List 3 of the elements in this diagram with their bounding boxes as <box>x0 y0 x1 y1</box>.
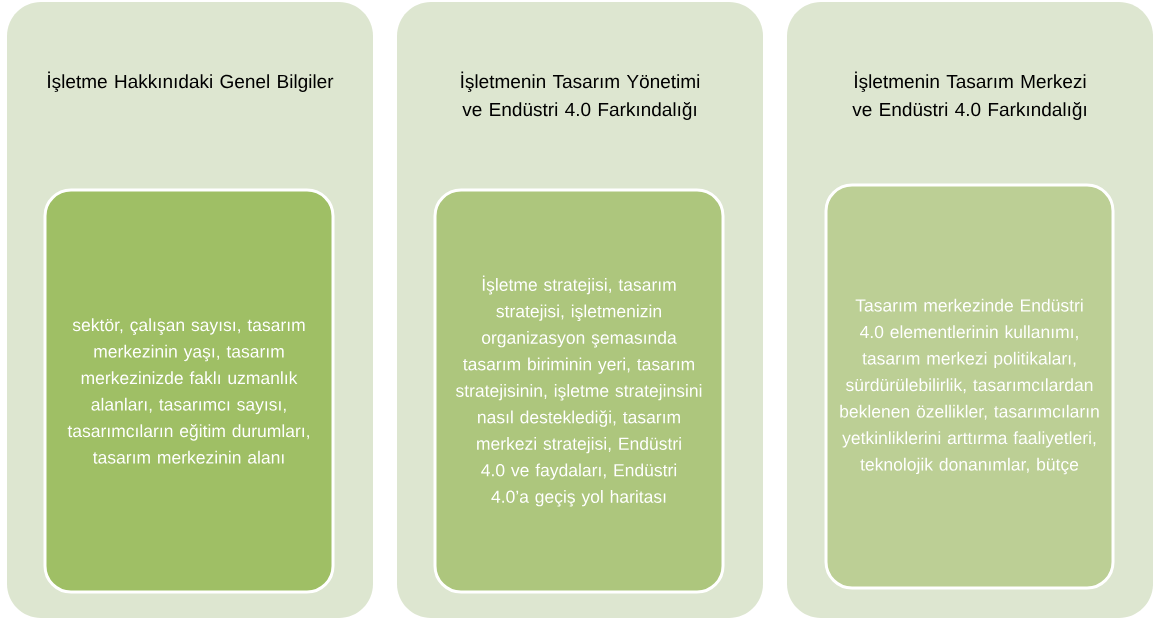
content-box: sektör, çalışan sayısı, tasarım merkezinin yaşı, tasarım merkezinizde faklı uzmanlık alanları, tasarımcı sayısı, tasarımcıların eğitim durumları, tasarım merkezinin alanı <box>43 188 335 594</box>
content-box: Tasarım merkezinde Endüstri 4.0 elementlerinin kullanımı, tasarım merkezi politikaları, sürdürülebilirlik, tasarımcılardan beklenen özellikler, tasarımcıların yetkinliklerini arttırma faaliyetleri, teknolojik donanımlar, bütçe <box>824 183 1115 590</box>
content-box: İşletme stratejisi, tasarım stratejisi, işletmenizin organizasyon şemasında tasarım biriminin yeri, tasarım stratejisinin, işletme stratejinsini nasıl desteklediği, tasarım merkezi stratejisi, Endüstri 4.0 ve faydaları, Endüstri 4.0’a geçiş yol haritası <box>433 188 725 594</box>
